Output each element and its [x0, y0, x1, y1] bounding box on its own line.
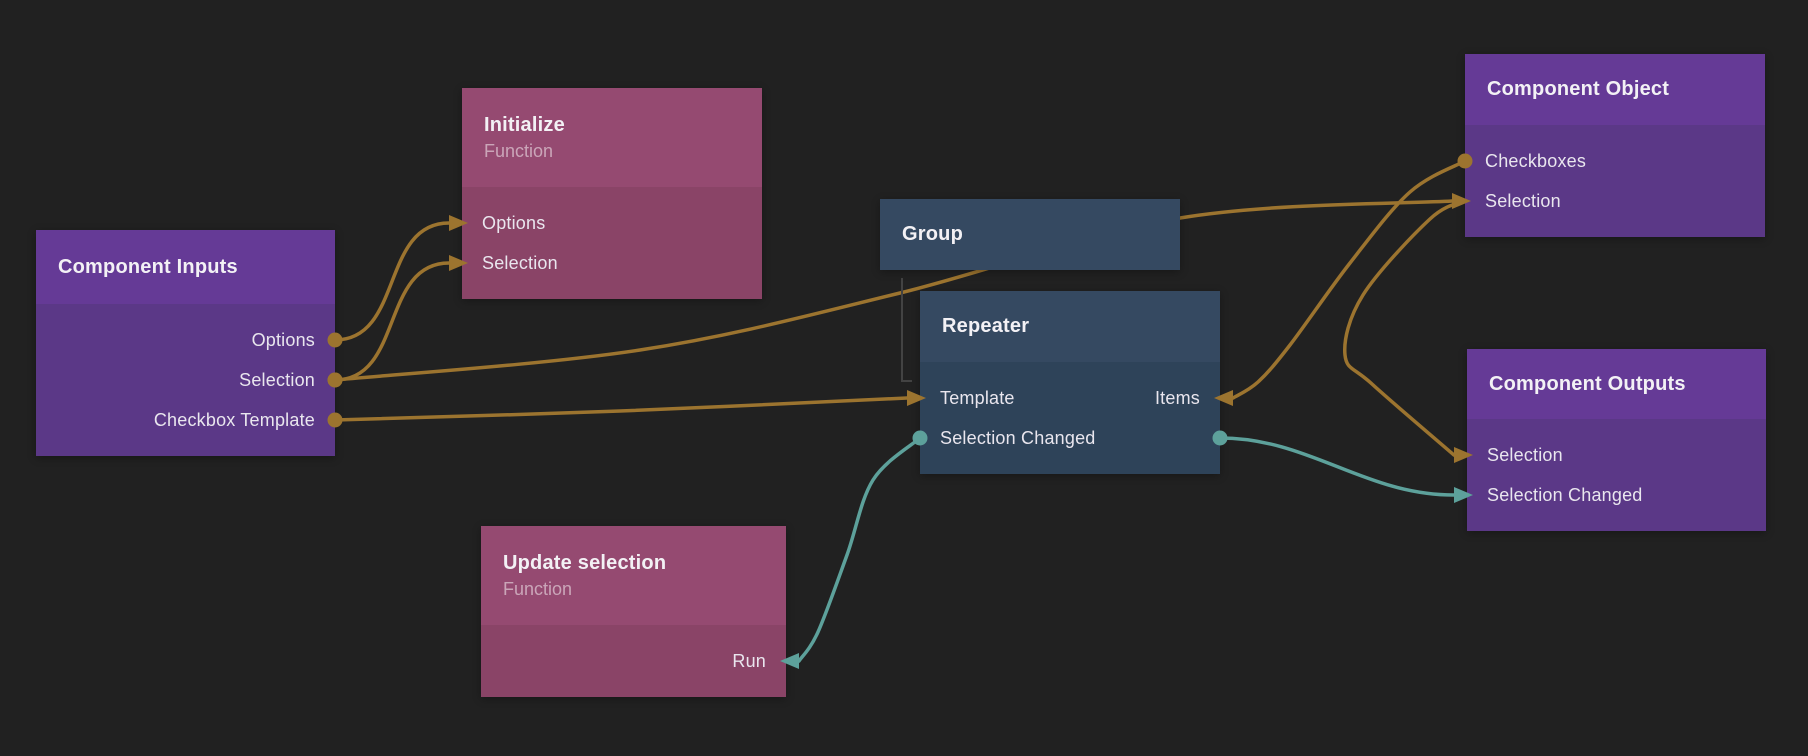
- node-title: Component Object: [1487, 78, 1670, 100]
- node-body: Options Selection Checkbox Template: [36, 304, 335, 456]
- connection-arrow-repeater-0[interactable]: [1214, 390, 1233, 406]
- port-row[interactable]: Selection: [1467, 435, 1766, 475]
- node-subtitle: Function: [503, 578, 573, 599]
- port-selection[interactable]: Selection: [482, 252, 558, 273]
- port-selection[interactable]: Selection: [1485, 190, 1561, 211]
- connection-dot-component-object-0[interactable]: [1457, 153, 1473, 169]
- connection-arrow-repeater-0[interactable]: [907, 390, 926, 406]
- node-header[interactable]: Component Outputs: [1467, 349, 1766, 419]
- port-row[interactable]: Checkboxes: [1465, 141, 1765, 181]
- port-checkboxes[interactable]: Checkboxes: [1485, 150, 1587, 171]
- connection-dot-component-inputs-1[interactable]: [327, 372, 343, 388]
- port-selection[interactable]: Selection: [1487, 444, 1563, 465]
- node-header[interactable]: Repeater: [920, 291, 1220, 362]
- port-row[interactable]: Checkbox Template: [36, 400, 335, 440]
- node-subtitle: Function: [484, 140, 554, 161]
- port-row[interactable]: Selection: [1465, 181, 1765, 221]
- port-row[interactable]: Selection Changed: [1467, 475, 1766, 515]
- port-row[interactable]: Options: [462, 203, 762, 243]
- node-title: Group: [902, 223, 963, 245]
- wire-repeater-selection-changed-to-update-selection-run[interactable]: [797, 436, 922, 663]
- port-checkbox-template[interactable]: Checkbox Template: [153, 409, 315, 430]
- wire-inputs-checkbox-template-to-repeater-template[interactable]: [333, 396, 909, 422]
- port-row[interactable]: Selection Changed: [920, 418, 1220, 458]
- port-row[interactable]: Template Items: [920, 378, 1220, 418]
- connection-arrow-initialize-1[interactable]: [449, 255, 468, 271]
- port-row[interactable]: Options: [36, 320, 335, 360]
- port-row[interactable]: Selection: [36, 360, 335, 400]
- node-header[interactable]: Component Inputs: [36, 230, 335, 304]
- wire-inputs-options-to-initialize-options[interactable]: [333, 221, 451, 342]
- node-component-inputs[interactable]: Component Inputs Options Selection Check…: [36, 230, 335, 456]
- connection-dot-component-inputs-2[interactable]: [327, 412, 343, 428]
- node-body: Selection Selection Changed: [1467, 419, 1766, 531]
- connection-arrow-update-selection-0[interactable]: [780, 653, 799, 669]
- port-selection-changed[interactable]: Selection Changed: [940, 427, 1096, 448]
- connection-dot-repeater-1[interactable]: [912, 430, 928, 446]
- wire-inputs-selection-to-initialize-selection[interactable]: [333, 261, 451, 382]
- connection-arrow-initialize-0[interactable]: [449, 215, 468, 231]
- node-title: Initialize: [484, 113, 565, 136]
- connection-dot-component-inputs-0[interactable]: [327, 332, 343, 348]
- node-title: Update selection: [503, 551, 667, 574]
- port-options[interactable]: Options: [482, 212, 546, 233]
- node-header[interactable]: Component Object: [1465, 54, 1765, 125]
- node-body: Checkboxes Selection: [1465, 125, 1765, 237]
- wire-repeater-selection-changed-to-outputs-selection-changed[interactable]: [1218, 436, 1456, 497]
- port-selection[interactable]: Selection: [239, 369, 315, 390]
- port-template[interactable]: Template: [940, 387, 1015, 408]
- port-row[interactable]: Run: [481, 641, 786, 681]
- node-header[interactable]: Group: [880, 199, 1180, 270]
- node-body: Run: [481, 625, 786, 697]
- connection-arrow-component-object-1[interactable]: [1452, 193, 1471, 209]
- node-group[interactable]: Group: [880, 199, 1180, 270]
- wire-object-checkboxes-to-repeater-items[interactable]: [1231, 159, 1467, 400]
- port-items[interactable]: Items: [1154, 387, 1200, 408]
- port-selection-changed[interactable]: Selection Changed: [1487, 484, 1643, 505]
- node-title: Component Outputs: [1489, 372, 1686, 395]
- port-run[interactable]: Run: [732, 650, 766, 671]
- node-title: Component Inputs: [58, 255, 238, 278]
- connection-arrow-component-outputs-1[interactable]: [1454, 487, 1473, 503]
- child-connection-group-repeater[interactable]: [901, 278, 912, 382]
- node-body: Options Selection: [462, 187, 762, 299]
- port-options[interactable]: Options: [251, 329, 315, 350]
- connection-dot-repeater-1[interactable]: [1212, 430, 1228, 446]
- port-row[interactable]: Selection: [462, 243, 762, 283]
- wire-object-selection-to-outputs-selection[interactable]: [1343, 199, 1467, 457]
- wire-inputs-selection-to-object-selection[interactable]: [333, 199, 1454, 382]
- node-title: Repeater: [942, 315, 1030, 337]
- connection-arrow-component-outputs-0[interactable]: [1454, 447, 1473, 463]
